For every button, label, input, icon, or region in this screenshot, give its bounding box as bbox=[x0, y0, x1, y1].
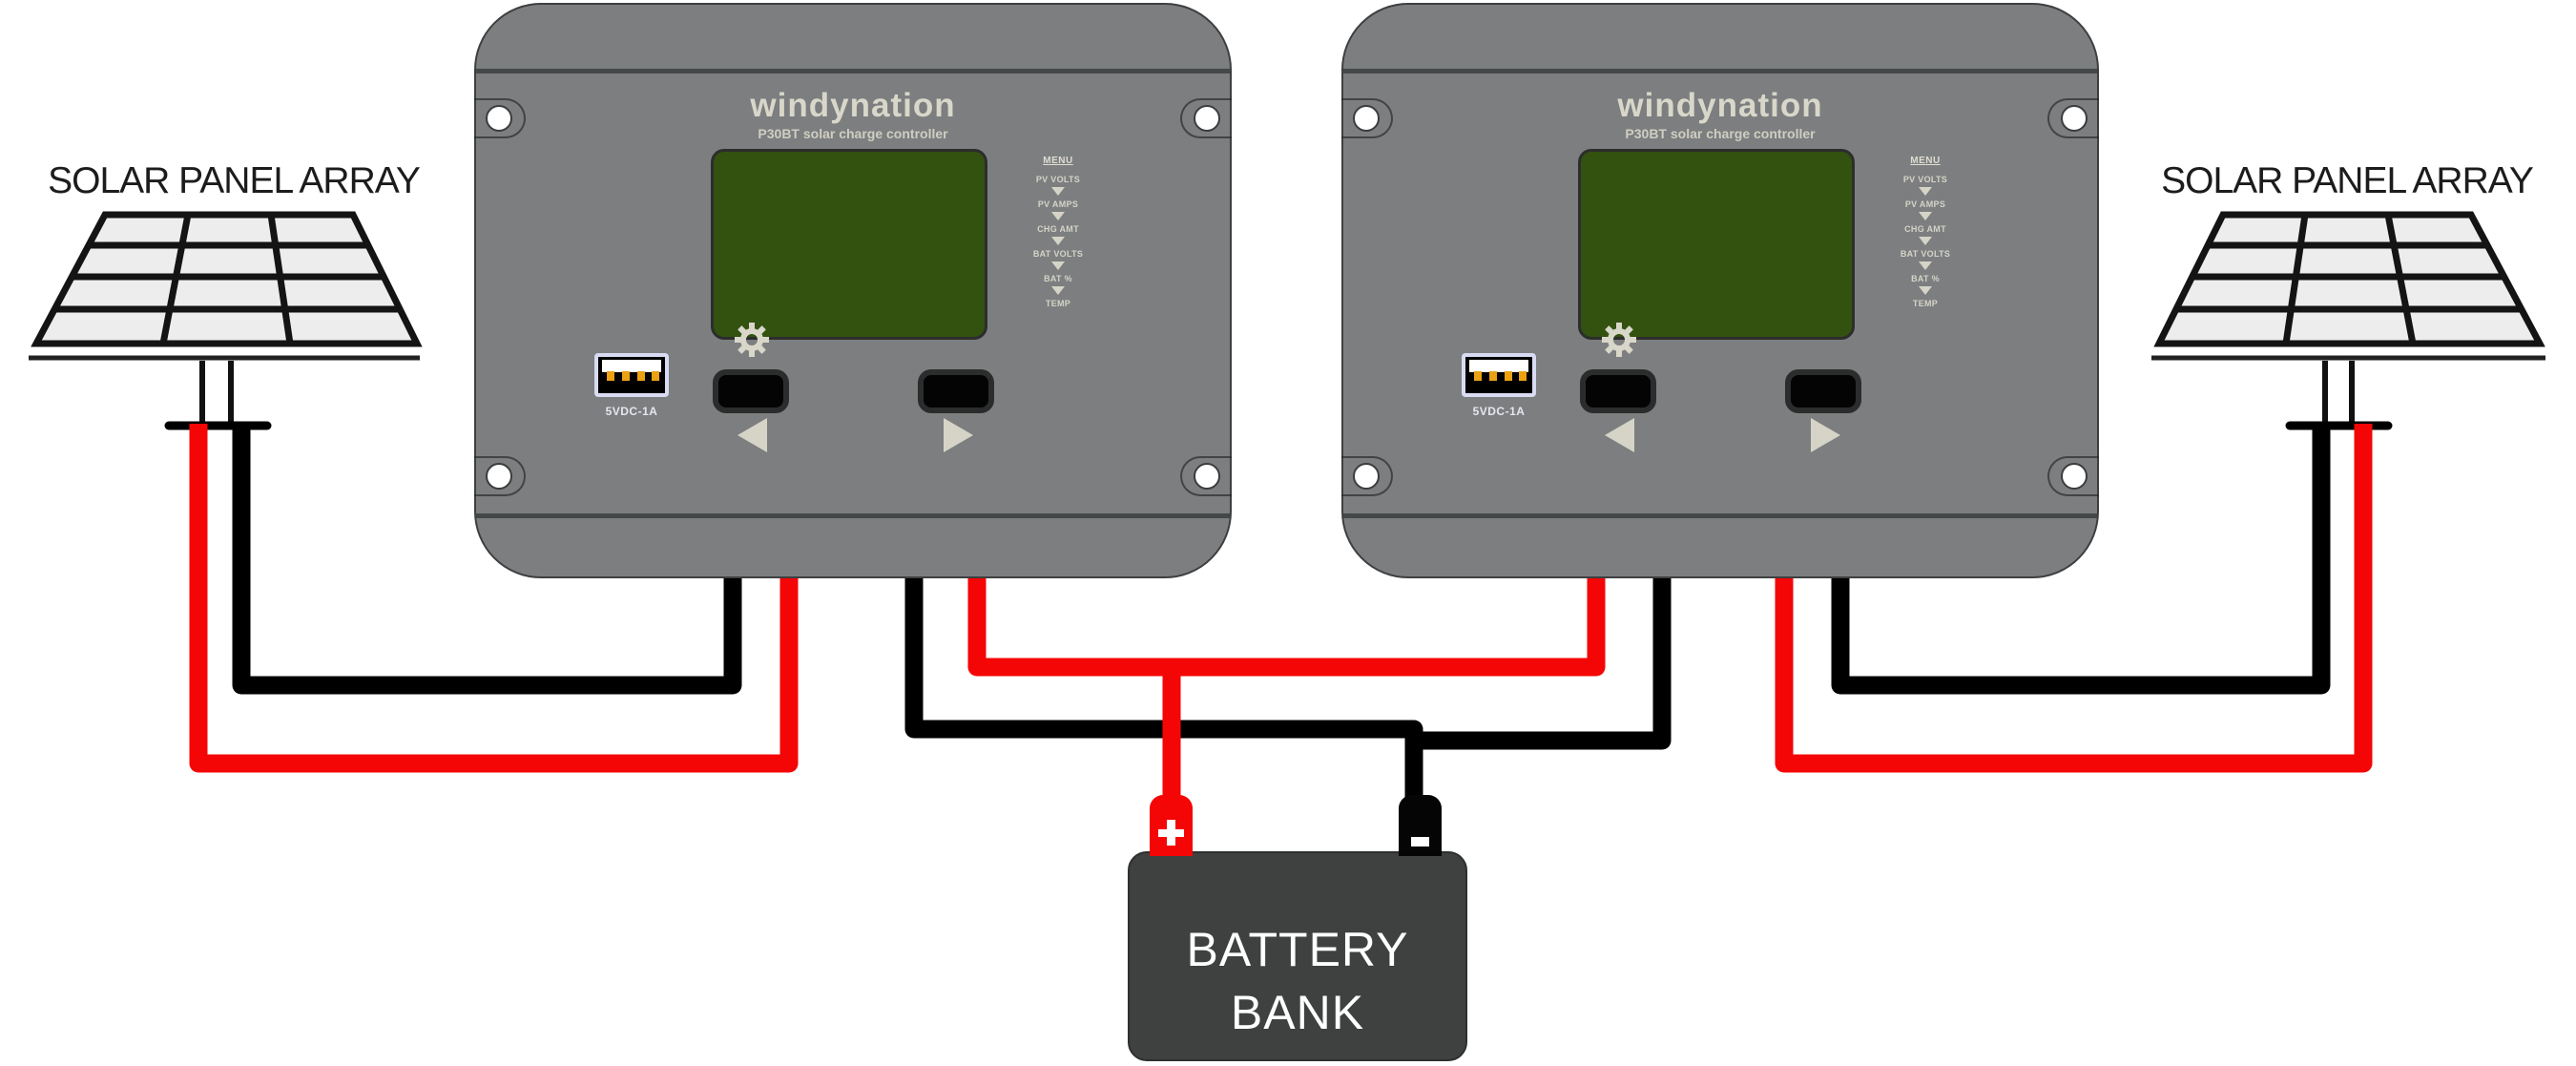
usb-port-icon bbox=[1462, 353, 1536, 397]
menu-item: BAT VOLTS bbox=[1900, 249, 1951, 259]
screw-icon bbox=[1341, 456, 1393, 496]
screw-hole bbox=[1353, 463, 1380, 490]
menu-item: TEMP bbox=[1912, 299, 1939, 308]
usb-tongue bbox=[1469, 360, 1528, 372]
positive-terminal bbox=[1150, 795, 1193, 856]
usb-tongue bbox=[602, 360, 661, 372]
plus-icon bbox=[1150, 795, 1193, 856]
screw-icon bbox=[1180, 98, 1232, 138]
battery-label-line2: BANK bbox=[1230, 986, 1365, 1039]
menu-title: MENU bbox=[1910, 156, 1941, 166]
faceplate-seam-bottom bbox=[1343, 513, 2097, 518]
charge-controller-2: windynation P30BT solar charge controlle… bbox=[1341, 3, 2099, 578]
triangle-down-icon bbox=[1919, 187, 1932, 196]
usb-label: 5VDC-1A bbox=[605, 405, 658, 418]
faceplate-seam-top bbox=[1343, 69, 2097, 73]
left-panel-label: SOLAR PANEL ARRAY bbox=[48, 160, 421, 201]
triangle-down-icon bbox=[1919, 237, 1932, 245]
brand-logo: windynation bbox=[1617, 87, 1823, 124]
left-solar-panel-icon bbox=[29, 211, 423, 430]
menu-title: MENU bbox=[1043, 156, 1073, 166]
triangle-right-icon bbox=[944, 418, 973, 452]
lcd-screen bbox=[711, 149, 987, 340]
screw-hole bbox=[1353, 105, 1380, 132]
screw-icon bbox=[2047, 98, 2099, 138]
triangle-down-icon bbox=[1051, 187, 1065, 196]
negative-terminal bbox=[1399, 795, 1442, 856]
lcd-screen bbox=[1578, 149, 1855, 340]
screw-icon bbox=[474, 456, 526, 496]
next-button bbox=[918, 369, 994, 413]
screw-icon bbox=[1180, 456, 1232, 496]
settings-button bbox=[1580, 369, 1656, 413]
triangle-down-icon bbox=[1919, 212, 1932, 220]
triangle-down-icon bbox=[1051, 261, 1065, 270]
usb-label: 5VDC-1A bbox=[1472, 405, 1526, 418]
menu-item: PV AMPS bbox=[1904, 199, 1946, 209]
triangle-down-icon bbox=[1051, 237, 1065, 245]
usb-port-icon bbox=[594, 353, 669, 397]
screw-hole bbox=[1194, 463, 1220, 490]
screw-hole bbox=[2061, 463, 2088, 490]
battery-label-line1: BATTERY bbox=[1186, 923, 1409, 976]
menu-item: PV AMPS bbox=[1037, 199, 1079, 209]
screw-hole bbox=[486, 463, 512, 490]
positive-wires bbox=[189, 424, 2373, 809]
screw-icon bbox=[474, 98, 526, 138]
triangle-down-icon bbox=[1919, 286, 1932, 295]
menu-item: TEMP bbox=[1045, 299, 1071, 308]
triangle-down-icon bbox=[1919, 261, 1932, 270]
menu-item: CHG AMT bbox=[1037, 224, 1079, 234]
menu-legend: MENU PV VOLTS PV AMPS CHG AMT BAT VOLTS … bbox=[1001, 156, 1115, 308]
menu-item: CHG AMT bbox=[1904, 224, 1946, 234]
screw-icon bbox=[2047, 456, 2099, 496]
right-solar-panel-icon bbox=[2151, 211, 2545, 430]
faceplate-seam-bottom bbox=[476, 513, 1230, 518]
menu-item: BAT % bbox=[1044, 274, 1072, 283]
gear-icon bbox=[735, 323, 769, 357]
model-label: P30BT solar charge controller bbox=[1625, 126, 1816, 141]
next-button bbox=[1785, 369, 1861, 413]
triangle-left-icon bbox=[737, 418, 767, 452]
minus-icon bbox=[1411, 837, 1429, 847]
screw-hole bbox=[2061, 105, 2088, 132]
menu-item: PV VOLTS bbox=[1902, 175, 1948, 184]
screw-hole bbox=[1194, 105, 1220, 132]
menu-item: PV VOLTS bbox=[1035, 175, 1081, 184]
charge-controller-1: windynation P30BT solar charge controlle… bbox=[474, 3, 1232, 578]
triangle-right-icon bbox=[1811, 418, 1840, 452]
faceplate-seam-top bbox=[476, 69, 1230, 73]
battery-bank: BATTERY BANK bbox=[1128, 851, 1467, 1061]
triangle-down-icon bbox=[1051, 212, 1065, 220]
brand-logo: windynation bbox=[750, 87, 956, 124]
menu-item: BAT % bbox=[1911, 274, 1940, 283]
triangle-left-icon bbox=[1605, 418, 1634, 452]
screw-hole bbox=[486, 105, 512, 132]
gear-icon bbox=[1602, 323, 1636, 357]
screw-icon bbox=[1341, 98, 1393, 138]
right-panel-label: SOLAR PANEL ARRAY bbox=[2161, 160, 2534, 201]
triangle-down-icon bbox=[1051, 286, 1065, 295]
model-label: P30BT solar charge controller bbox=[758, 126, 948, 141]
menu-legend: MENU PV VOLTS PV AMPS CHG AMT BAT VOLTS … bbox=[1868, 156, 1983, 308]
menu-item: BAT VOLTS bbox=[1032, 249, 1084, 259]
settings-button bbox=[713, 369, 789, 413]
